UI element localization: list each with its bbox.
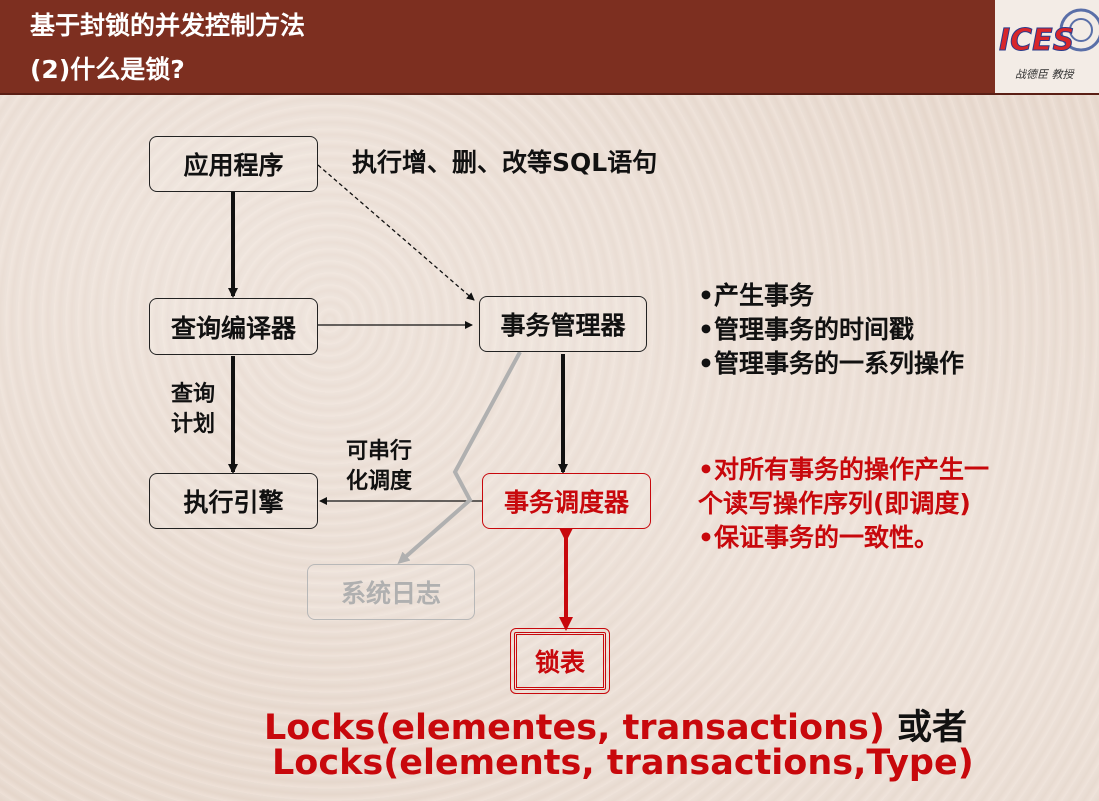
arrow-app-to-manager-dashed (317, 164, 475, 301)
slide-title: 基于封锁的并发控制方法 (30, 11, 306, 40)
node-system-log-label: 系统日志 (340, 579, 441, 608)
node-app-program-label: 应用程序 (183, 151, 284, 180)
serializable-line: 可串行 (346, 439, 413, 464)
node-transaction-scheduler: 事务调度器 (482, 473, 651, 529)
formula-line-1-black: 或者 (884, 708, 968, 748)
slide-header: 基于封锁的并发控制方法 (2)什么是锁? ICES 战德臣 教授 (0, 0, 1099, 95)
serializable-schedule-label: 可串行 化调度 (346, 437, 412, 497)
scheduler-note: •保证事务的一致性。 (698, 523, 939, 552)
manager-note: •产生事务 (698, 281, 814, 310)
formula-line-1: Locks(elementes, transactions) 或者 (264, 699, 967, 750)
node-system-log: 系统日志 (307, 564, 475, 620)
node-execution-engine: 执行引擎 (149, 473, 318, 529)
node-query-compiler: 查询编译器 (149, 298, 318, 355)
node-execution-engine-label: 执行引擎 (183, 488, 284, 517)
node-query-compiler-label: 查询编译器 (170, 313, 296, 343)
scheduler-notes: •对所有事务的操作产生一 个读写操作序列(即调度) •保证事务的一致性。 (698, 453, 989, 555)
node-transaction-manager-label: 事务管理器 (500, 311, 626, 340)
formula-line-2: Locks(elements, transactions,Type) (272, 743, 974, 783)
manager-note: •管理事务的一系列操作 (698, 349, 964, 378)
query-plan-label: 查询 计划 (171, 380, 215, 440)
manager-notes: •产生事务 •管理事务的时间戳 •管理事务的一系列操作 (698, 279, 964, 381)
node-lock-table-label: 锁表 (534, 648, 585, 677)
slide-subtitle: (2)什么是锁? (30, 55, 185, 84)
logo-lettering: ICES (999, 23, 1074, 58)
node-transaction-scheduler-label: 事务调度器 (503, 488, 629, 517)
manager-note: •管理事务的时间戳 (698, 315, 914, 344)
node-transaction-manager: 事务管理器 (479, 296, 647, 352)
scheduler-note: •对所有事务的操作产生一 (698, 455, 989, 484)
arrow-manager-to-system-log (397, 351, 522, 564)
ices-logo: ICES 战德臣 教授 (995, 0, 1099, 93)
logo-caption: 战德臣 教授 (1015, 68, 1075, 81)
node-app-program: 应用程序 (149, 136, 318, 192)
scheduler-note: 个读写操作序列(即调度) (698, 489, 971, 518)
sql-label: 执行增、删、改等SQL语句 (352, 148, 658, 177)
query-plan-line: 计划 (171, 412, 216, 437)
formula-line-1-red: Locks(elementes, transactions) (264, 708, 885, 748)
query-plan-line: 查询 (171, 382, 216, 407)
serializable-line: 化调度 (346, 469, 413, 494)
node-lock-table: 锁表 (510, 628, 610, 694)
